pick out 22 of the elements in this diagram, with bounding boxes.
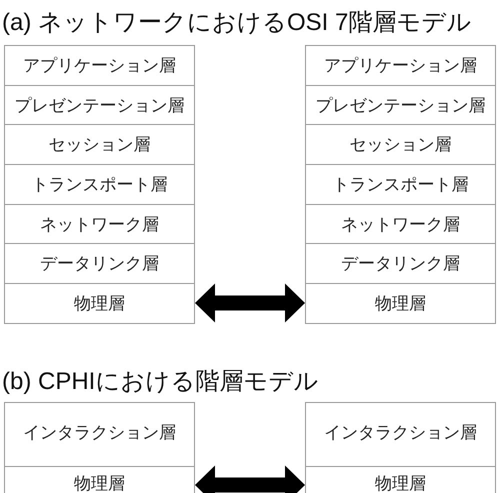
layer-box: アプリケーション層 xyxy=(305,45,496,86)
layer-box: プレゼンテーション層 xyxy=(305,85,496,125)
layer-box: プレゼンテーション層 xyxy=(4,85,195,125)
layer-box: データリンク層 xyxy=(4,243,195,284)
double-arrow xyxy=(195,466,305,493)
layer-box: データリンク層 xyxy=(305,243,496,284)
layer-box: 物理層 xyxy=(305,466,496,493)
layer-box: 物理層 xyxy=(4,283,195,324)
layer-box: セッション層 xyxy=(305,124,496,165)
layer-box: セッション層 xyxy=(4,124,195,165)
layer-box: トランスポート層 xyxy=(305,164,496,205)
layer-box: ネットワーク層 xyxy=(305,204,496,244)
section-heading: (b) CPHIにおける階層モデル xyxy=(2,368,318,396)
section-heading: (a) ネットワークにおけるOSI 7階層モデル xyxy=(2,9,472,37)
layer-box: インタラクション層 xyxy=(4,402,195,467)
double-arrow xyxy=(195,284,305,322)
layer-box: アプリケーション層 xyxy=(4,45,195,86)
layer-box: 物理層 xyxy=(305,283,496,324)
layer-box: 物理層 xyxy=(4,466,195,493)
layer-box: トランスポート層 xyxy=(4,164,195,205)
layer-box: インタラクション層 xyxy=(305,402,496,467)
layer-box: ネットワーク層 xyxy=(4,204,195,244)
